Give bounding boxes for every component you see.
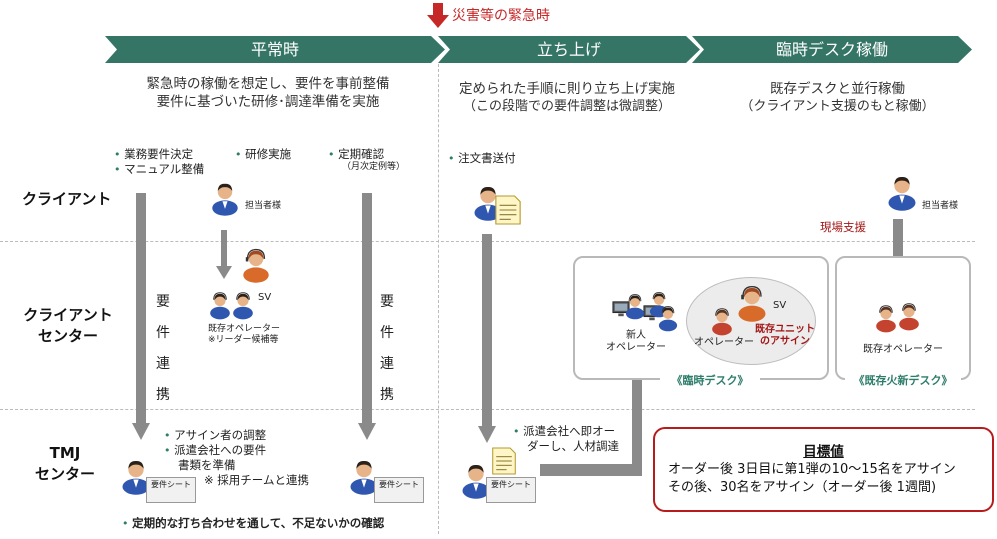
bullet-order-doc: 注文書送付 — [458, 151, 516, 165]
req-sheet-1: 要件シート — [146, 477, 196, 503]
new-operator-icon — [622, 290, 648, 320]
client-person-phase3-label: 担当者様 — [922, 201, 959, 211]
emergency-arrow-icon — [427, 3, 449, 28]
phase2-description: 定められた手順に則り立ち上げ実施 （この段階での要件調整は微調整） — [442, 80, 692, 116]
bullet-manual: マニュアル整備 — [124, 162, 205, 176]
row-label-tmj-2: センター — [34, 465, 95, 483]
dispatch-document-icon — [491, 446, 517, 476]
row-label-client-center: クライアント センター — [16, 305, 120, 347]
target-title: 目標値 — [803, 444, 844, 460]
row-label-client: クライアント — [22, 190, 112, 208]
client-person-phase3-icon — [884, 170, 920, 212]
tmj-bullet-recruit: ※ 採用チームと連携 — [204, 473, 309, 487]
sv-person-icon — [239, 244, 273, 284]
req-link-text-left: 要 件 連 携 — [155, 287, 171, 411]
req-sheet-launch: 要件シート — [486, 477, 536, 503]
tmj-phase1-bullets: • アサイン者の調整 • 派遣会社への要件 書類を準備 ※ 採用チームと連携 — [164, 428, 309, 487]
req-link-char: 携 — [380, 387, 394, 403]
req-link-arrow-left — [132, 193, 150, 440]
target-line2: その後、30名をアサイン（オーダー後 1週間) — [668, 480, 937, 495]
phase3-desc-line1: 既存デスクと並行稼働 — [770, 81, 905, 97]
existing-desk-box — [835, 256, 971, 380]
phase2-desc-line1: 定められた手順に則り立ち上げ実施 — [459, 81, 675, 97]
req-link-char: 連 — [380, 356, 394, 372]
phase-normal: 平常時 — [105, 36, 445, 63]
tmj-bullet-req-docs: 派遣会社への要件 — [174, 443, 267, 457]
temp-sv-label: SV — [773, 300, 787, 311]
phase-normal-label: 平常時 — [250, 40, 299, 59]
bullet-periodic-check-sub: （月次定例等） — [342, 162, 406, 172]
existing-operator-text: 既存オペレーター — [208, 324, 281, 334]
onsite-support-label: 現場支援 — [820, 220, 866, 234]
phase1-bullet-check: • 定期確認 （月次定例等） — [328, 147, 406, 172]
bullet-business-req: 業務要件決定 — [124, 147, 194, 161]
new-operator-label: 新人 オペレーター — [606, 330, 666, 354]
req-link-char: 件 — [380, 325, 394, 341]
row-label-tmj-1: TMJ — [49, 444, 81, 462]
existing-desk-operator-icon — [895, 298, 923, 332]
tmj-bullet-assign: アサイン者の調整 — [174, 428, 267, 442]
phase1-bullets-left: • 業務要件決定 • マニュアル整備 — [114, 147, 205, 176]
new-operator-text-2: オペレーター — [606, 342, 666, 353]
client-person-icon — [208, 177, 242, 217]
bullet-periodic-check: 定期確認 — [338, 147, 385, 161]
tmj-bullet-dispatch: 派遣会社へ即オー — [523, 424, 616, 438]
existing-desk-label: 《既存火新デスク》 — [845, 372, 961, 388]
phase-launch: 立ち上げ — [438, 36, 700, 63]
sv-label: SV — [258, 292, 272, 303]
req-link-char: 件 — [156, 325, 170, 341]
order-document-icon — [494, 194, 522, 226]
existing-operator-sub: ※リーダー候補等 — [208, 335, 279, 345]
tmj-bullet-dispatch-2: ダーし、人材調達 — [527, 439, 619, 453]
existing-operator-label: 既存オペレーター ※リーダー候補等 — [208, 324, 280, 346]
new-operator-text: 新人 — [626, 330, 646, 341]
phase-temp-desk-label: 臨時デスク稼働 — [775, 40, 888, 59]
phase-launch-label: 立ち上げ — [536, 40, 601, 59]
temp-desk-label: 《臨時デスク》 — [660, 372, 760, 388]
row-label-client-center-2: センター — [37, 327, 98, 345]
target-box: 目標値 オーダー後 3日目に第1弾の10～15名をアサイン その後、30名をアサ… — [653, 427, 994, 512]
bullet-training: 研修実施 — [245, 147, 292, 161]
phase1-description: 緊急時の稼働を想定し、要件を事前整備 要件に基づいた研修･調達準備を実施 — [108, 75, 428, 111]
bottom-note: • 定期的な打ち合わせを通して、不足ないかの確認 — [122, 516, 385, 530]
row-label-client-center-1: クライアント — [23, 306, 113, 324]
req-link-char: 連 — [156, 356, 170, 372]
req-link-text-right: 要 件 連 携 — [379, 287, 395, 411]
temp-operator-icon — [708, 304, 736, 336]
training-arrow — [216, 230, 232, 279]
row-label-tmj: TMJ センター — [30, 443, 100, 485]
req-link-char: 要 — [156, 294, 170, 310]
req-link-arrow-right — [358, 193, 376, 440]
tmj-bullet-req-docs-2: 書類を準備 — [178, 458, 236, 472]
phase3-desc-line2: （クライアント支援のもと稼働） — [740, 99, 935, 114]
order-arrow-down — [478, 234, 496, 443]
target-line1: オーダー後 3日目に第1弾の10～15名をアサイン — [668, 462, 956, 477]
phase1-desc-line2: 要件に基づいた研修･調達準備を実施 — [156, 94, 380, 110]
new-operator-icon — [655, 302, 681, 332]
req-link-char: 携 — [156, 387, 170, 403]
client-person-label: 担当者様 — [245, 201, 282, 211]
phase1-bullet-training: • 研修実施 — [235, 147, 292, 161]
phase-temp-desk: 臨時デスク稼働 — [692, 36, 972, 63]
existing-desk-operator-label: 既存オペレーター — [863, 344, 943, 355]
bottom-note-text: 定期的な打ち合わせを通して、不足ないかの確認 — [132, 516, 385, 530]
temp-sv-icon — [734, 282, 770, 322]
existing-unit-assign-2: のアサイン — [760, 336, 810, 347]
existing-operator-icon — [229, 287, 257, 321]
phase2-bullet-order: • 注文書送付 — [448, 151, 516, 165]
phase2-tmj-bullets: • 派遣会社へ即オー ダーし、人材調達 — [513, 424, 619, 453]
phase1-desc-line1: 緊急時の稼働を想定し、要件を事前整備 — [146, 76, 390, 92]
existing-unit-assign-label: 既存ユニット のアサイン — [752, 324, 818, 348]
req-sheet-2: 要件シート — [374, 477, 424, 503]
req-link-char: 要 — [380, 294, 394, 310]
emergency-label: 災害等の緊急時 — [452, 8, 550, 24]
temp-operator-label: オペレーター — [694, 337, 754, 348]
column-divider — [438, 64, 439, 534]
existing-unit-assign-1: 既存ユニット — [755, 324, 815, 335]
phase2-desc-line2: （この段階での要件調整は微調整） — [462, 99, 671, 114]
phase3-description: 既存デスクと並行稼働 （クライアント支援のもと稼働） — [700, 80, 975, 116]
